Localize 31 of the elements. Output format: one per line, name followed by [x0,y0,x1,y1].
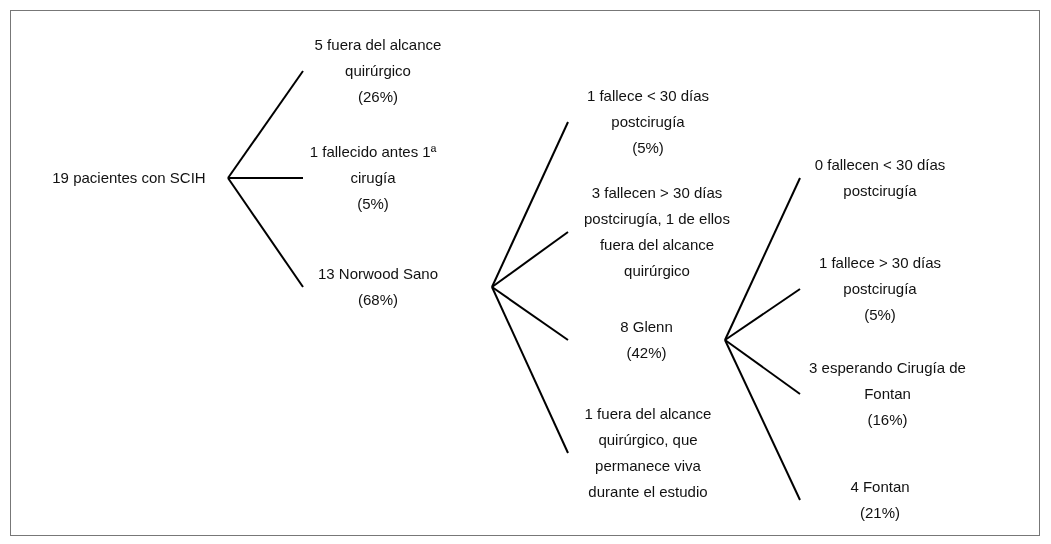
node-label: (5%) [357,194,389,214]
node-label: 3 esperando Cirugía de Fontan [808,358,967,404]
node-label: 0 fallecen < 30 días postcirugía [813,155,947,201]
node-label: 1 fuera del alcance quirúrgico, que permanece viva durante el estudio [583,404,713,502]
connector-line [491,121,569,288]
node-label: 1 fallece > 30 días postcirugía [817,253,943,299]
node-label: 5 fuera del alcance quirúrgico [313,35,443,81]
node-label: 3 fallecen > 30 días postcirugía, 1 de ellos fuera del alcance quirúrgico [583,183,731,281]
node-label: 19 pacientes con SCIH [52,168,206,188]
node-label: (26%) [358,87,398,107]
connector-line [724,339,801,501]
node-label: (21%) [860,503,900,523]
connector-line [724,339,801,395]
connector-line [227,177,304,179]
node-label: 4 Fontan [850,477,910,497]
connector-line [491,231,569,288]
node-label: (5%) [864,305,896,325]
node-label: (5%) [632,138,664,158]
connector-line [724,288,801,341]
node-label: (42%) [626,343,667,363]
connector-line [491,286,569,454]
node-label: 13 Norwood Sano [317,264,439,284]
node-label: 8 Glenn [620,317,673,337]
connector-line [227,177,304,288]
connector-line [491,286,569,341]
node-label: (16%) [867,410,908,430]
node-label: (68%) [358,290,398,310]
node-label: 1 fallecido antes 1ª cirugía [308,142,438,188]
node-label: 1 fallece < 30 días postcirugía [585,86,711,132]
connector-line [724,177,801,341]
connector-line [227,70,304,179]
